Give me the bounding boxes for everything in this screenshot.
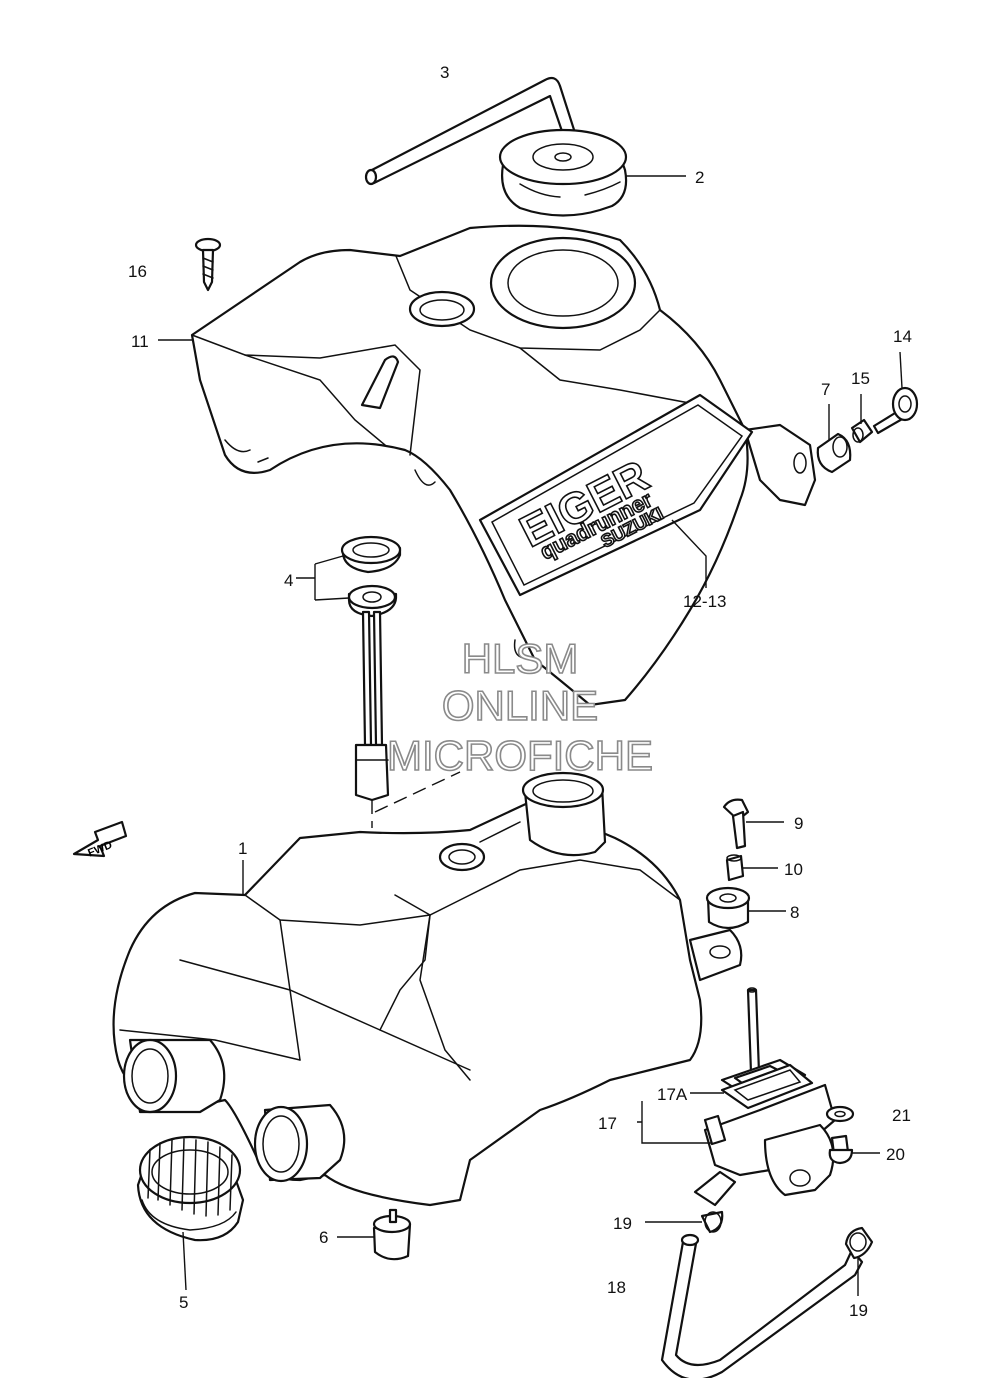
gauge-install-guide bbox=[371, 771, 461, 828]
grommet-part-8 bbox=[705, 886, 751, 930]
watermark-line-1: HLSM bbox=[462, 635, 579, 682]
fwd-arrow-icon: FWD bbox=[72, 820, 128, 860]
washer-part-21 bbox=[825, 1105, 855, 1123]
callout-5: 5 bbox=[179, 1293, 188, 1312]
breather-hose-part-3 bbox=[364, 76, 578, 186]
screw-part-20 bbox=[828, 1134, 854, 1165]
callout-16: 16 bbox=[128, 262, 147, 281]
callout-12-13: 12-13 bbox=[683, 592, 726, 611]
bolt-part-9 bbox=[722, 798, 750, 850]
callout-17a: 17A bbox=[657, 1085, 688, 1104]
cushion-part-6 bbox=[372, 1208, 412, 1261]
callout-14: 14 bbox=[893, 327, 912, 346]
fuel-tank-part-1 bbox=[112, 771, 743, 1207]
callout-numbers: 3 2 16 11 14 15 7 4 12-13 1 9 10 8 17A 1… bbox=[128, 63, 912, 1320]
collar-part-15 bbox=[850, 418, 874, 444]
callout-1: 1 bbox=[238, 839, 247, 858]
fuel-gauge-part-4 bbox=[340, 535, 402, 802]
clamp-part-19-lower bbox=[844, 1226, 874, 1260]
leader-lines bbox=[158, 175, 903, 1296]
callout-11: 11 bbox=[131, 332, 149, 351]
fuel-hose-part-18 bbox=[660, 1233, 864, 1378]
callout-4: 4 bbox=[284, 571, 293, 590]
callout-19-lower: 19 bbox=[849, 1301, 868, 1320]
tank-cover-part-11 bbox=[190, 224, 817, 707]
callout-18: 18 bbox=[607, 1278, 626, 1297]
cover-emblem-part-12-13: EIGER quadrunner SUZUKI bbox=[478, 393, 754, 597]
callout-8: 8 bbox=[790, 903, 799, 922]
clamp-ring-part-5 bbox=[136, 1135, 245, 1242]
callout-20: 20 bbox=[886, 1145, 905, 1164]
watermark: HLSM ONLINE MICROFICHE bbox=[386, 634, 654, 780]
grommet-part-7 bbox=[816, 432, 852, 474]
callout-9: 9 bbox=[794, 814, 803, 833]
callout-21: 21 bbox=[892, 1106, 911, 1125]
screw-part-16 bbox=[194, 237, 222, 292]
callout-10: 10 bbox=[784, 860, 803, 879]
callout-7: 7 bbox=[821, 380, 830, 399]
callout-15: 15 bbox=[851, 369, 870, 388]
callout-2: 2 bbox=[695, 168, 704, 187]
callout-17: 17 bbox=[598, 1114, 617, 1133]
callout-3: 3 bbox=[440, 63, 449, 82]
o-ring-part-17a bbox=[720, 1063, 814, 1110]
clamp-part-19-upper bbox=[700, 1210, 724, 1234]
collar-part-10 bbox=[725, 854, 745, 882]
bolt-part-14 bbox=[872, 386, 919, 435]
fuel-cap-part-2 bbox=[498, 128, 628, 217]
watermark-line-2: ONLINE bbox=[442, 682, 598, 729]
watermark-line-3: MICROFICHE bbox=[387, 732, 653, 779]
callout-6: 6 bbox=[319, 1228, 328, 1247]
callout-19-upper: 19 bbox=[613, 1214, 632, 1233]
